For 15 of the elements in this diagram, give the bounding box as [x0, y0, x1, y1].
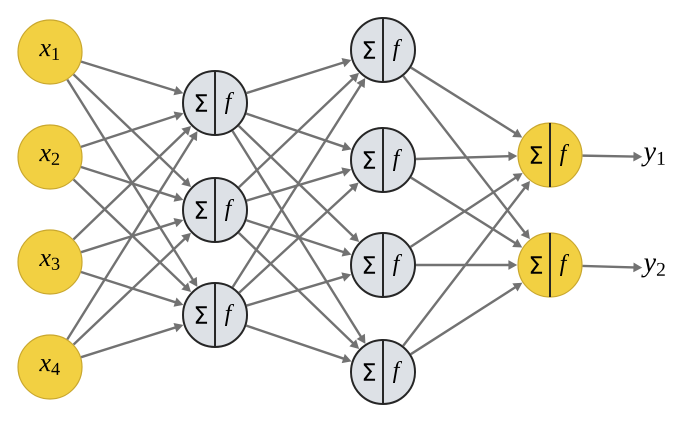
neuron-node: Σ f	[182, 70, 248, 136]
neuron-node: Σ f	[350, 127, 416, 193]
output-label: y$_{2}$	[641, 258, 665, 278]
output-neuron-node: Σ f	[517, 122, 583, 188]
input-node: x$_{4}$	[17, 334, 83, 400]
input-node: x$_{3}$	[17, 229, 83, 295]
neuron-node: Σ f	[350, 339, 416, 405]
neuron-node: Σ f	[350, 17, 416, 83]
input-node: x$_{2}$	[17, 124, 83, 190]
neuron-node: Σ f	[182, 177, 248, 243]
output-label: y$_{1}$	[641, 148, 665, 166]
neuron-node: Σ f	[350, 232, 416, 298]
input-node: x$_{1}$	[17, 19, 83, 85]
neuron-node: Σ f	[182, 282, 248, 348]
output-neuron-node: Σ f	[517, 232, 583, 298]
